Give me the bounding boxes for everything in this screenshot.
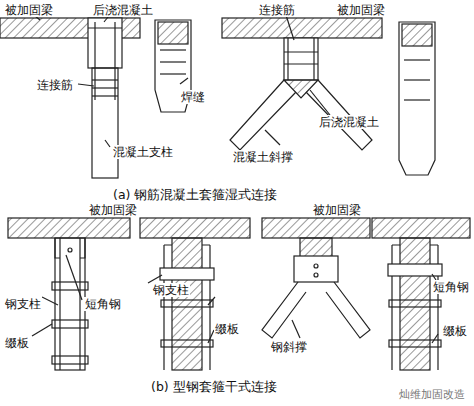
- brace-label: 混凝土斜撑: [232, 150, 294, 164]
- watermark: 灿维加固改造: [398, 388, 466, 402]
- angle-label: 短角钢: [432, 280, 470, 294]
- steel-column-label: 钢支柱: [4, 297, 42, 311]
- beam-label: 被加固梁: [88, 203, 138, 217]
- beam-label: 被加固梁: [312, 203, 362, 217]
- batten-label: 缀板: [214, 322, 240, 336]
- rebar-label: 连接筋: [258, 3, 296, 17]
- caption: (a) 钢筋混凝土套箍湿式连接: [112, 188, 278, 202]
- batten-label: 缀板: [442, 324, 468, 338]
- steel-brace-label: 钢斜撑: [270, 340, 308, 354]
- angle-label: 短角钢: [84, 297, 122, 311]
- wet-joint-brace: [222, 12, 435, 175]
- weld-label: 焊缝: [180, 90, 206, 104]
- beam-label: 被加固梁: [336, 3, 386, 17]
- caption: (b) 型钢套箍干式连接: [150, 380, 278, 394]
- wet-joint-column: [0, 12, 191, 178]
- column-label: 混凝土支柱: [112, 145, 174, 159]
- postcast-label: 后浇混凝土: [92, 3, 154, 17]
- dry-joint-brace: [262, 218, 470, 370]
- batten-label: 缀板: [4, 336, 30, 350]
- dry-joint-column: [8, 218, 250, 370]
- beam-label: 被加固梁: [4, 3, 54, 17]
- rebar-label: 连接筋: [36, 78, 74, 92]
- postcast-label: 后浇混凝土: [318, 115, 380, 129]
- steel-column-label: 钢支柱: [152, 283, 190, 297]
